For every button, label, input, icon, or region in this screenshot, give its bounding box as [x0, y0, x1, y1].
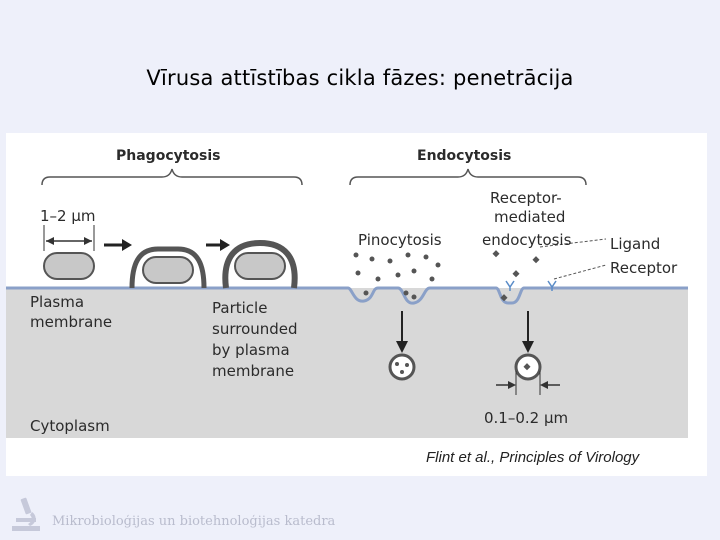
arrow-phago-2-head — [220, 239, 230, 251]
figure-artwork — [6, 168, 688, 438]
arrow-receptor-down-head — [522, 341, 534, 353]
pinocytotic-vesicle — [388, 353, 416, 381]
phagocytosis-bracket — [41, 168, 303, 186]
plasma-membrane-label-2: membrane — [30, 313, 113, 331]
membrane-engulf-full — [222, 239, 298, 289]
receptor-mediated-label-3: endocytosis — [482, 231, 572, 249]
particle-caption-1: Particle — [212, 299, 268, 317]
receptor-mediated-label-2: mediated — [494, 208, 566, 226]
plasma-membrane-label-1: Plasma — [30, 293, 85, 311]
size2-arrow-left-head — [508, 381, 516, 389]
phagocytosis-header: Phagocytosis — [116, 148, 221, 164]
arrow-phago-1-head — [122, 239, 132, 251]
pinocytosis-fluid-dots — [353, 252, 441, 300]
particle-caption-4: membrane — [212, 362, 295, 380]
receptor-pointer — [553, 264, 607, 280]
particle-engulfed — [234, 252, 286, 280]
particle-caption-2: surrounded — [212, 320, 298, 338]
size-label-top: 1–2 µm — [40, 207, 96, 225]
endocytosis-figure: Phagocytosis Endocytosis 1–2 µm Pinocyto… — [6, 133, 707, 476]
particle-partial — [142, 256, 194, 284]
ligand-pointer — [539, 238, 607, 248]
microscope-logo-icon — [12, 497, 40, 531]
plasma-membrane-line — [6, 286, 688, 305]
size-arrow-right — [84, 237, 92, 245]
size2-arrow-right-head — [540, 381, 548, 389]
slide-title: Vīrusa attīstības cikla fāzes: penetrāci… — [146, 66, 574, 90]
receptor-mediated-label-1: Receptor- — [490, 189, 562, 207]
receptor-label: Receptor — [610, 259, 678, 277]
cytoplasm-region — [6, 288, 688, 438]
cytoplasm-label: Cytoplasm — [30, 417, 110, 435]
ligand-label: Ligand — [610, 235, 661, 253]
size-arrow-left — [46, 237, 54, 245]
endocytosis-header: Endocytosis — [417, 148, 512, 164]
size-label-bottom: 0.1–0.2 µm — [484, 409, 569, 427]
footer-text: Mikrobioloģijas un biotehnoloģijas kated… — [52, 514, 336, 529]
particle-caption-3: by plasma — [212, 341, 290, 359]
endocytosis-bracket — [349, 168, 587, 186]
pinocytosis-label: Pinocytosis — [358, 231, 442, 249]
particle-free — [43, 252, 95, 280]
arrow-pino-down-head — [396, 341, 408, 353]
receptor-markers — [505, 280, 557, 291]
figure-credit: Flint et al., Principles of Virology — [426, 449, 640, 466]
membrane-engulf-partial — [129, 246, 207, 289]
ligand-markers — [492, 250, 540, 302]
